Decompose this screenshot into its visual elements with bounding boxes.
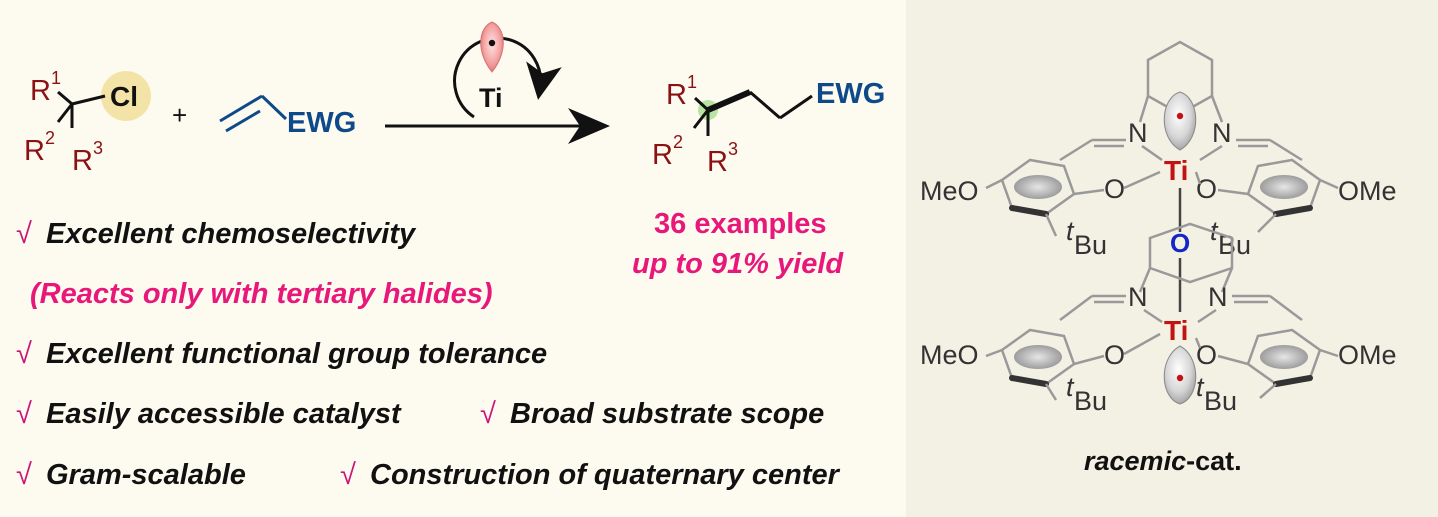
max-yield: up to 91% yield (632, 248, 844, 280)
feature-list: √ Excellent chemoselectivity (Reacts onl… (16, 218, 841, 491)
plus-sign: + (172, 100, 187, 130)
upper-radical-dot (1176, 112, 1184, 120)
alkene-ewg: EWG (287, 107, 356, 139)
lower-right-tbu-t: t (1196, 372, 1205, 402)
feature-scope: Broad substrate scope (510, 398, 824, 430)
catalyst-caption-italic: racemic (1084, 446, 1186, 476)
upper-meo: MeO (920, 176, 979, 206)
product-r1: R (666, 79, 687, 111)
feature-catalyst: Easily accessible catalyst (46, 398, 402, 430)
upper-ti: Ti (1164, 155, 1188, 186)
lower-right-o: O (1196, 340, 1217, 370)
reactant-r2-sup: 2 (45, 128, 55, 148)
lower-left-o: O (1104, 340, 1125, 370)
lower-left-aromatic-ring (1014, 345, 1062, 369)
upper-left-tbu: Bu (1074, 230, 1107, 260)
check-icon: √ (16, 459, 32, 491)
lower-right-aromatic-ring (1260, 345, 1308, 369)
upper-left-n: N (1128, 118, 1148, 148)
reactant-r1: R (30, 75, 51, 107)
radical-orbital (480, 21, 504, 73)
lower-ome: OMe (1338, 340, 1397, 370)
lower-left-tbu: Bu (1074, 386, 1107, 416)
halide-label: Cl (110, 81, 138, 112)
upper-left-aromatic-ring (1014, 175, 1062, 199)
lower-meo: MeO (920, 340, 979, 370)
radical-dot (488, 39, 496, 47)
reactant-r3-sup: 3 (93, 138, 103, 158)
product-r3: R (707, 146, 728, 178)
check-icon: √ (480, 398, 496, 430)
product-r2: R (652, 139, 673, 171)
lower-right-n: N (1208, 282, 1228, 312)
check-icon: √ (340, 459, 356, 491)
upper-ome: OMe (1338, 176, 1397, 206)
alkene-reactant: EWG (219, 94, 356, 139)
lower-radical-dot (1176, 374, 1184, 382)
upper-left-tbu-t: t (1066, 216, 1075, 246)
lower-ti: Ti (1164, 315, 1188, 346)
feature-chemoselectivity: Excellent chemoselectivity (46, 218, 417, 250)
product-ewg: EWG (816, 78, 885, 110)
upper-right-o: O (1196, 174, 1217, 204)
product-r1-sup: 1 (687, 72, 697, 92)
reactant-r2: R (24, 135, 45, 167)
feature-gram: Gram-scalable (46, 459, 246, 491)
reactant-tertiary-chloride: Cl R 1 R 2 R 3 (24, 68, 151, 177)
catalyst-ti-label: Ti (479, 83, 503, 113)
feature-chemoselectivity-note: (Reacts only with tertiary halides) (30, 278, 493, 310)
check-icon: √ (16, 218, 32, 250)
reactant-r3: R (72, 145, 93, 177)
lower-right-tbu: Bu (1204, 386, 1237, 416)
product-r3-sup: 3 (728, 139, 738, 159)
catalyst-caption: racemic-cat. (1084, 446, 1242, 476)
lower-left-tbu-t: t (1066, 372, 1075, 402)
upper-right-aromatic-ring (1260, 175, 1308, 199)
product: EWG R 1 R 2 R 3 (652, 72, 885, 178)
check-icon: √ (16, 398, 32, 430)
check-icon: √ (16, 338, 32, 370)
examples-count: 36 examples (654, 208, 827, 240)
upper-left-o: O (1104, 174, 1125, 204)
upper-right-n: N (1212, 118, 1232, 148)
feature-quaternary: Construction of quaternary center (370, 459, 841, 491)
feature-tolerance: Excellent functional group tolerance (46, 338, 547, 370)
catalyst-panel (906, 0, 1438, 517)
reaction-arrow-group: Ti (385, 21, 610, 144)
reactant-r1-sup: 1 (51, 68, 61, 88)
lower-left-n: N (1128, 282, 1148, 312)
catalyst-structure: N N Ti MeO O t Bu OMe O t Bu (920, 40, 1397, 476)
chloride-highlight (101, 71, 151, 121)
product-r2-sup: 2 (673, 132, 683, 152)
catalyst-caption-rest: -cat. (1186, 446, 1242, 476)
upper-ti-orbital (1163, 91, 1197, 151)
bridging-o: O (1170, 228, 1190, 258)
